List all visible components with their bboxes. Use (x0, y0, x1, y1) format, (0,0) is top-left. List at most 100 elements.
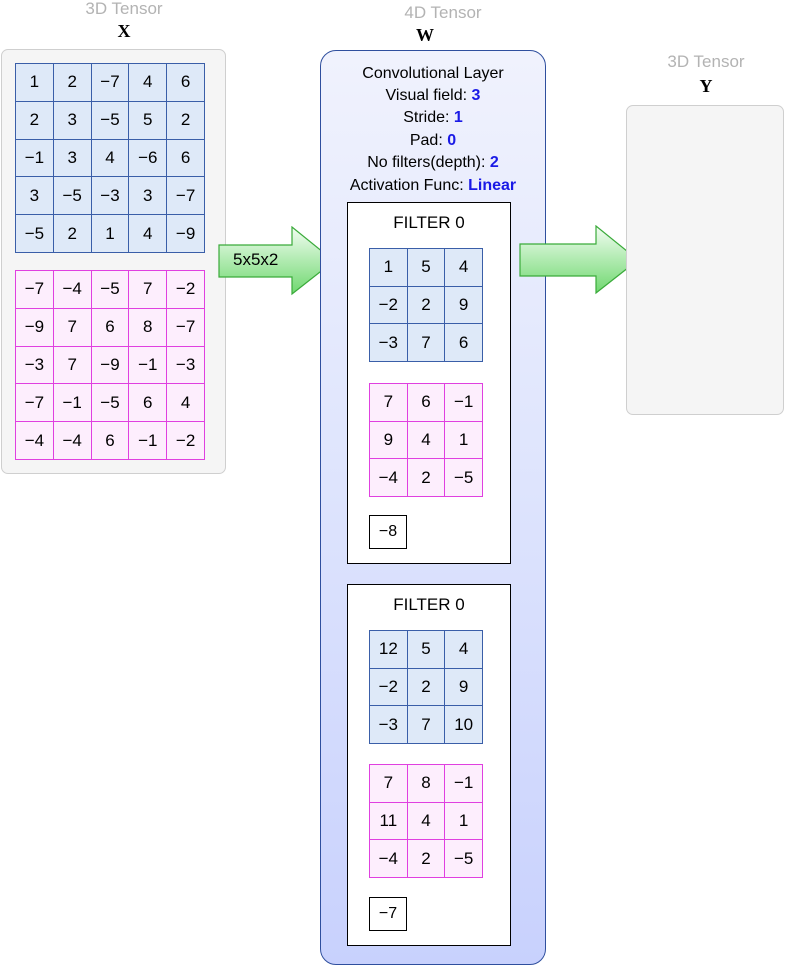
grid-cell: 12 (369, 630, 408, 669)
grid-cell: 4 (444, 630, 483, 669)
grid-cell: −4 (15, 421, 54, 460)
grid-cell: 1 (369, 248, 408, 287)
layer-tensor-caption: 4D Tensor (404, 3, 482, 22)
grid-cell: 7 (369, 764, 408, 803)
grid-cell: −3 (166, 345, 205, 385)
grid-cell: 7 (128, 270, 168, 309)
grid-cell: 1 (444, 420, 483, 460)
grid-cell: 6 (166, 138, 205, 178)
grid-cell: 1 (15, 63, 54, 102)
grid-cell: −9 (166, 214, 205, 253)
output-arrow-icon (519, 225, 639, 295)
grid-cell: −4 (52, 421, 92, 460)
grid-cell: −1 (52, 383, 92, 423)
grid-cell: −3 (369, 705, 408, 744)
grid-cell: −4 (52, 270, 92, 309)
filter-0-bias: −8 (369, 515, 407, 549)
filter-title-0: FILTER 0 (393, 213, 465, 232)
grid-cell: 2 (166, 100, 205, 140)
input-tensor-symbol: X (117, 21, 131, 41)
grid-cell: 7 (406, 323, 446, 362)
grid-cell: 7 (52, 345, 92, 385)
grid-cell: −1 (444, 764, 483, 803)
grid-cell: −5 (15, 214, 54, 253)
grid-cell: 5 (406, 630, 446, 669)
grid-cell: 5 (128, 100, 168, 140)
grid-cell: 9 (444, 285, 483, 325)
grid-cell: 4 (90, 138, 130, 178)
grid-cell: −2 (369, 285, 408, 325)
grid-cell: 3 (52, 100, 92, 140)
grid-cell: 2 (406, 839, 446, 878)
grid-cell: −2 (369, 667, 408, 707)
grid-cell: −3 (90, 176, 130, 216)
input-shape-label: 5x5x2 (233, 250, 279, 269)
grid-cell: 6 (166, 63, 205, 102)
grid-cell: 9 (369, 420, 408, 460)
layer-title: Convolutional Layer (362, 65, 504, 82)
param-num-filters: No filters(depth): 2 (367, 154, 499, 171)
grid-cell: 6 (444, 323, 483, 362)
grid-cell: −5 (90, 383, 130, 423)
grid-cell: 3 (52, 138, 92, 178)
grid-cell: 3 (15, 176, 54, 216)
grid-cell: −5 (90, 100, 130, 140)
grid-cell: 7 (369, 383, 408, 422)
grid-cell: −2 (166, 421, 205, 460)
grid-cell: −1 (444, 383, 483, 422)
grid-cell: 2 (52, 63, 92, 102)
grid-cell: −3 (15, 345, 54, 385)
layer-tensor-symbol: W (416, 25, 434, 45)
grid-cell: −4 (369, 458, 408, 497)
param-activation: Activation Func: Linear (349, 177, 517, 194)
grid-cell: 10 (444, 705, 483, 744)
grid-cell: −9 (15, 307, 54, 347)
output-tensor-caption: 3D Tensor (667, 52, 745, 71)
grid-cell: −9 (90, 345, 130, 385)
grid-cell: −5 (444, 458, 483, 497)
grid-cell: −5 (52, 176, 92, 216)
param-pad: Pad: 0 (409, 132, 457, 149)
output-tensor-symbol: Y (699, 76, 713, 96)
grid-cell: 6 (128, 383, 168, 423)
grid-cell: −3 (369, 323, 408, 362)
grid-cell: −5 (90, 270, 130, 309)
grid-cell: 6 (406, 383, 446, 422)
grid-cell: 2 (406, 285, 446, 325)
grid-cell: −7 (15, 383, 54, 423)
grid-cell: −7 (15, 270, 54, 309)
grid-cell: 4 (444, 248, 483, 287)
grid-cell: −1 (128, 421, 168, 460)
grid-cell: 2 (15, 100, 54, 140)
grid-cell: 4 (406, 420, 446, 460)
grid-cell: −7 (166, 307, 205, 347)
grid-cell: −7 (90, 63, 130, 102)
grid-cell: 1 (90, 214, 130, 253)
grid-cell: 4 (166, 383, 205, 423)
param-visual-field: Visual field: 3 (385, 87, 481, 104)
